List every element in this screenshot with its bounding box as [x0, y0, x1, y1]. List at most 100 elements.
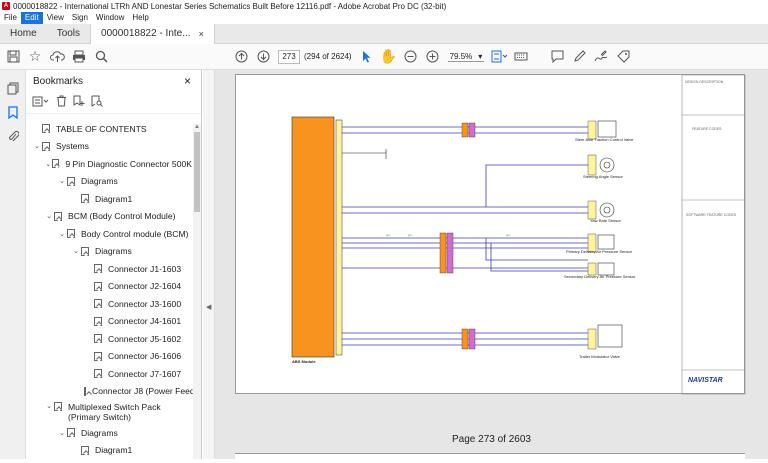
sign-icon[interactable]	[590, 46, 612, 68]
collapse-arrow-icon[interactable]: ◀	[206, 304, 212, 311]
bookmark-item[interactable]: ⌄Multiplexed Switch Pack (Primary Switch…	[26, 400, 192, 424]
tab-home[interactable]: Home	[10, 27, 37, 39]
bookmark-icon	[67, 428, 75, 438]
bookmark-label: Diagram1	[95, 445, 133, 456]
tag-icon[interactable]	[612, 46, 634, 68]
bookmark-item[interactable]: Diagram1	[26, 442, 192, 460]
menu-sign[interactable]: Sign	[71, 13, 88, 22]
bookmark-item[interactable]: ⌄ 9 Pin Diagnostic Connector 500K	[26, 155, 192, 173]
zoom-select[interactable]: 79.5% ▾	[447, 51, 485, 62]
menu-file[interactable]: File	[4, 13, 17, 22]
collapse-chevron-icon[interactable]: ⌄	[59, 230, 65, 238]
collapse-chevron-icon[interactable]: ⌄	[34, 143, 40, 151]
title-block-label: FEATURE CODES	[692, 127, 722, 131]
bookmark-icon	[42, 141, 50, 151]
menu-help[interactable]: Help	[132, 13, 149, 22]
scroll-up-icon[interactable]: ▲	[194, 124, 200, 130]
bookmark-item[interactable]: Connector J7-1607	[26, 365, 192, 383]
tab-bar: Home Tools 0000018822 - Inte... ×	[0, 23, 768, 44]
zoom-in-icon[interactable]	[422, 46, 444, 68]
menu-window[interactable]: Window	[95, 13, 125, 22]
attachments-icon[interactable]	[0, 124, 26, 148]
fit-page-icon[interactable]	[488, 46, 510, 68]
next-page-icon[interactable]	[252, 46, 274, 68]
save-icon[interactable]	[2, 46, 24, 68]
bookmark-item[interactable]: Diagram1	[26, 190, 192, 208]
title-block-label: SOFTWARE FEATURE CODES	[686, 213, 737, 217]
zoom-out-icon[interactable]	[400, 46, 422, 68]
bookmark-item[interactable]: Connector J3-1600	[26, 295, 192, 313]
tab-close-icon[interactable]: ×	[198, 28, 204, 39]
hand-tool-icon[interactable]: ✋	[379, 48, 398, 64]
comment-icon[interactable]	[546, 46, 568, 68]
svg-text:grn: grn	[408, 233, 413, 237]
page-number-input[interactable]: 273	[278, 49, 300, 64]
tab-tools[interactable]: Tools	[56, 27, 81, 39]
svg-text:grn: grn	[386, 233, 391, 237]
bookmark-item[interactable]: TABLE OF CONTENTS	[26, 120, 192, 138]
bookmark-item[interactable]: Connector J8 (Power Feed)	[26, 383, 198, 401]
panel-collapse-handle[interactable]: ◀	[203, 70, 215, 459]
tab-document-label: 0000018822 - Inte...	[101, 27, 191, 39]
bookmark-item[interactable]: Connector J2-1604	[26, 278, 192, 296]
scrollbar-thumb[interactable]	[194, 132, 200, 212]
collapse-chevron-icon[interactable]: ⌄	[45, 160, 52, 168]
bookmark-icon	[54, 402, 62, 411]
menu-view[interactable]: View	[46, 13, 64, 22]
close-panel-icon[interactable]: ×	[183, 74, 191, 88]
bookmark-item[interactable]: ⌄Diagrams	[26, 424, 192, 442]
bookmark-label: Connector J1-1603	[108, 263, 182, 274]
bookmark-item[interactable]: ⌄Body Control module (BCM)	[26, 225, 192, 243]
find-bookmark-icon[interactable]	[91, 95, 103, 110]
pages-thumbnail-icon[interactable]	[0, 76, 26, 100]
bookmark-item[interactable]: ⌄BCM (Body Control Module)	[26, 208, 192, 226]
bookmarks-panel-icon[interactable]	[0, 100, 26, 124]
tab-document[interactable]: 0000018822 - Inte... ×	[90, 23, 215, 44]
zoom-caret-icon: ▾	[478, 51, 483, 61]
options-menu-icon[interactable]	[32, 96, 50, 110]
bookmark-icon	[94, 369, 102, 379]
bookmark-star-icon[interactable]: ☆	[28, 48, 42, 64]
cloud-upload-icon[interactable]	[46, 46, 68, 68]
collapse-chevron-icon[interactable]: ⌄	[59, 178, 65, 186]
bookmark-icon	[81, 246, 89, 256]
collapse-chevron-icon[interactable]: ⌄	[73, 248, 79, 256]
component-label: Yaw Rate Sensor	[590, 218, 621, 223]
bookmark-item[interactable]: Connector J1-1603	[26, 260, 192, 278]
bookmark-icon	[67, 229, 75, 239]
bookmark-label: 9 Pin Diagnostic Connector 500K	[65, 158, 192, 169]
bookmark-item[interactable]: Connector J6-1606	[26, 348, 192, 366]
next-pdf-page	[235, 453, 745, 463]
bookmark-item[interactable]: Connector J4-1601	[26, 313, 192, 331]
bookmark-icon	[94, 299, 102, 309]
print-icon[interactable]	[68, 46, 90, 68]
keyboard-icon[interactable]	[510, 46, 532, 68]
find-icon[interactable]	[90, 46, 112, 68]
bookmark-label: Connector J7-1607	[108, 368, 182, 379]
page-label: Page 273 of 2603	[452, 434, 531, 445]
bookmark-item[interactable]: ⌄Diagrams	[26, 173, 192, 191]
select-tool-icon[interactable]	[356, 46, 378, 68]
highlight-pen-icon[interactable]	[568, 46, 590, 68]
bookmark-icon	[94, 334, 102, 344]
bookmark-label: Connector J8 (Power Feed)	[92, 386, 198, 397]
bookmark-icon	[94, 316, 102, 326]
new-bookmark-icon[interactable]	[73, 95, 85, 110]
prev-page-icon[interactable]	[230, 46, 252, 68]
bookmarks-scrollbar[interactable]: ▲	[193, 124, 201, 459]
bookmark-item[interactable]: Connector J5-1602	[26, 330, 192, 348]
collapse-chevron-icon[interactable]: ⌄	[46, 403, 52, 410]
bookmark-icon	[67, 176, 75, 186]
collapse-chevron-icon[interactable]: ⌄	[59, 429, 65, 437]
component-label: Steering Angle Sensor	[583, 174, 623, 179]
bookmark-label: TABLE OF CONTENTS	[56, 123, 147, 134]
zoom-value: 79.5%	[449, 51, 473, 61]
menu-edit[interactable]: Edit	[20, 12, 43, 24]
collapse-chevron-icon[interactable]: ⌄	[46, 213, 52, 221]
delete-bookmark-icon[interactable]	[56, 95, 67, 110]
bookmark-item[interactable]: ⌄Systems	[26, 138, 192, 156]
bookmark-icon	[84, 386, 86, 396]
bookmark-item[interactable]: ⌄Diagrams	[26, 243, 192, 261]
